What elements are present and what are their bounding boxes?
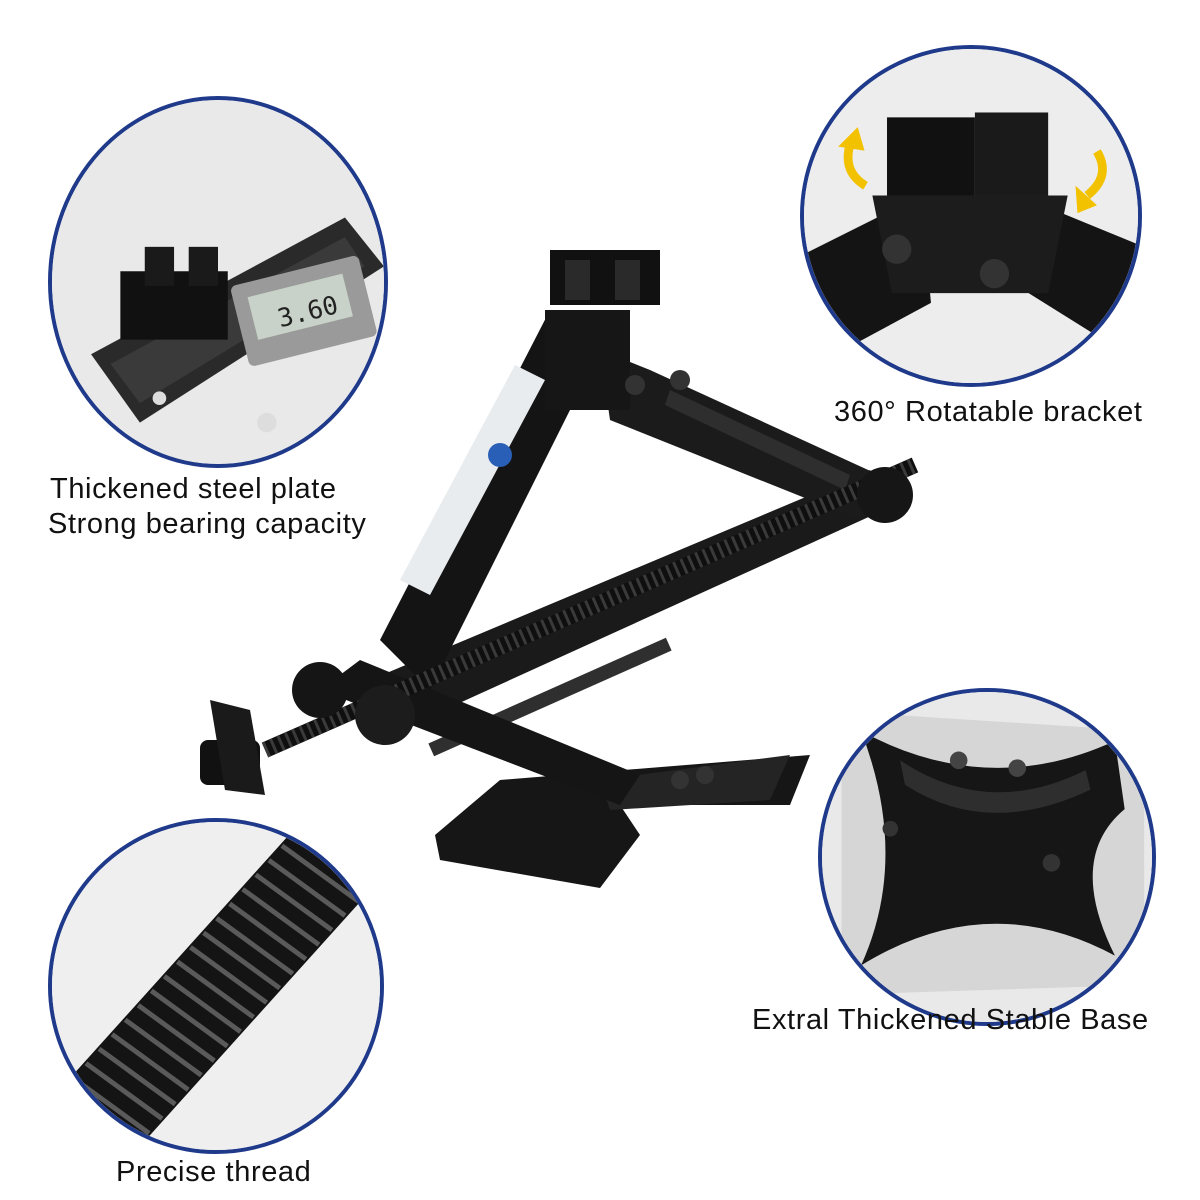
stable-base-icon [822, 692, 1152, 1022]
bracket-closeup [800, 45, 1142, 387]
rotatable-bracket-icon [804, 49, 1138, 383]
steel-plate-caption-line2: Strong bearing capacity [48, 508, 367, 540]
steel-plate-caption-line1: Thickened steel plate [50, 473, 337, 505]
steel-plate-closeup-icon: 3.60 [52, 100, 384, 464]
base-closeup [818, 688, 1156, 1026]
steel-plate-closeup: 3.60 [48, 96, 388, 468]
thread-closeup [48, 818, 384, 1154]
scissor-jack-icon [200, 250, 919, 888]
thread-icon [52, 822, 380, 1150]
thread-caption: Precise thread [116, 1156, 312, 1188]
scissor-jack-image [170, 220, 950, 900]
base-caption: Extral Thickened Stable Base [752, 1004, 1149, 1036]
bracket-caption: 360° Rotatable bracket [834, 396, 1143, 428]
